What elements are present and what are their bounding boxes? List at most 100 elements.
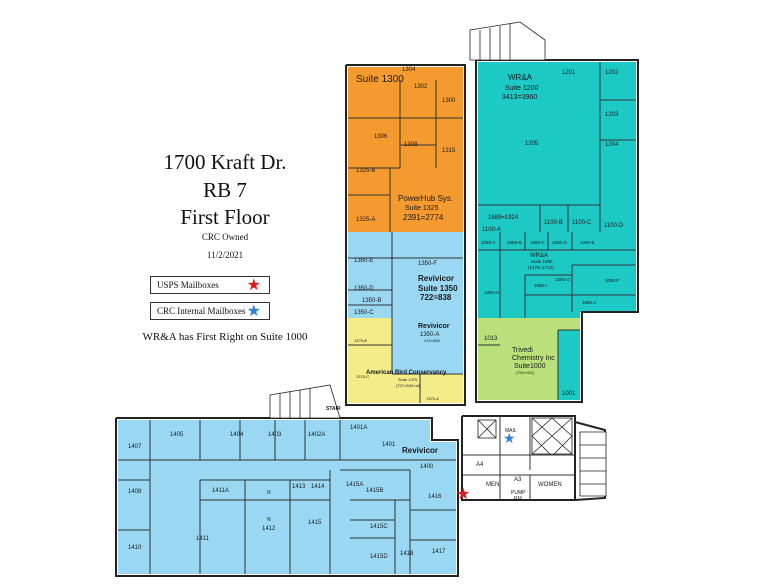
room-label: 1315 [442,148,456,154]
room-label: 1410 [128,545,142,551]
powerhub-name: PowerHub Sys. [398,194,453,203]
room-label: 1408 [128,489,142,495]
wra1050-name: WR&A [530,253,548,259]
room-label: 1415A [346,482,363,488]
room-label: 1401 [382,442,396,448]
room-label: 1050-C [530,240,546,245]
room-label: 1402A [308,432,325,438]
legend-crc-label: CRC Internal Mailboxes [157,306,246,316]
blue-star-icon: ★ [246,303,261,320]
room-label: 1375-C [356,374,369,379]
powerhub-sf: 2391=2774 [403,213,444,222]
date-label: 11/2/2021 [206,250,244,260]
room-label: 1413 [292,484,306,490]
rev-b-sf: 476=558 [424,338,440,343]
rev-b-room: 1350-A [420,332,439,338]
suite-1350-area[interactable] [348,232,463,318]
rev1350-sf: 722=838 [420,293,452,302]
room-label: 1100-C [572,220,592,226]
men-label: MEN [486,482,499,488]
room-label: 1050-D [552,240,568,245]
suite-1350a-area[interactable] [392,318,463,374]
n-marker: N [267,490,271,496]
wra1050-sf: (1478=1712) [528,265,554,270]
room-label: 1405 [170,432,184,438]
rev-b-name: Revivicor [418,323,450,330]
usps-mailbox-star-icon: ★ [456,484,470,503]
room-label: 1050-H [484,290,499,295]
room-label: 1325-A [356,217,375,223]
room-label: 1201 [562,70,576,76]
room-1001-area[interactable] [558,330,580,400]
room-label: 1415 [308,520,322,526]
floor-title: First Floor [180,205,270,229]
mail-label: MAIL [505,428,517,434]
trivedi-sf: (794=921) [516,370,535,375]
room-label: 1350-B [362,298,381,304]
suite-1200-area[interactable] [478,62,636,232]
room-label: 1415D [370,554,388,560]
room-label: 1308 [404,142,418,148]
red-star-icon: ★ [246,277,261,294]
room-label: 1050-F [605,278,620,283]
room-label: 1013 [484,336,498,342]
stair-label: STAIR [326,406,341,412]
room-label: 1100-B [544,220,563,226]
room-label: 1417 [432,549,446,555]
room-label: 1050-I [534,283,547,288]
suite-1000-area[interactable] [478,318,580,400]
room-label: 1050-G [555,277,571,282]
room-label: 1350-E [354,258,373,264]
room-label: 1300 [442,98,456,104]
room-label: 1203 [605,112,619,118]
stair-right-icon [579,431,607,497]
women-label: WOMEN [538,482,562,488]
room-label: 1415C [370,524,388,530]
room-label: 1400 [420,464,434,470]
abc-suite: Suite 1375 [398,377,418,382]
legend-crc: CRC Internal Mailboxes ★ [150,302,270,320]
wra-sf: 3413=3960 [502,94,537,101]
room-label: 1205 [525,141,539,147]
room-label: 1411A [212,488,229,494]
room-label: 1325-B [356,168,375,174]
room-label: 1350-F [418,261,437,267]
building-title: 1700 Kraft Dr. [163,150,287,174]
room-label: 1306 [374,134,388,140]
wra-suite: Suite 1200 [505,85,539,92]
room-label: 1350-D [354,286,374,292]
rm-label: RM [514,496,522,502]
n-marker: N [267,517,271,523]
a3-label: A3 [514,477,522,483]
stair-top-icon [469,21,546,61]
room-label: 1416 [428,494,442,500]
trivedi-suite: Suite1000 [514,363,546,370]
abc-sf: (727=843 rsf) [396,383,421,388]
suite-1300-area[interactable] [348,67,463,232]
wra-name: WR&A [508,73,533,82]
room-label: 1302 [414,84,428,90]
stair-left-icon [269,384,341,419]
room-label: 1050-E [580,240,595,245]
mail-room-hatch [477,417,573,455]
room-label: 1001 [562,391,576,397]
room-label: 1403 [268,432,282,438]
legend-usps: USPS Mailboxes ★ [150,276,270,294]
room-label: 1401A [350,425,367,431]
room-label: 1407 [128,444,142,450]
owner-label: CRC Owned [201,232,249,242]
suite-1400-area[interactable] [118,420,456,574]
room-label: 1415B [366,488,383,494]
room-label: 1375-B [354,338,367,343]
rev1350-suite: Suite 1350 [418,284,458,293]
room-label: 1050-J [582,300,596,305]
pump-label: PUMP [511,490,526,496]
room-label: 1411 [196,536,210,542]
room-label: 1404 [230,432,244,438]
room-label: 1202 [605,70,619,76]
suite-1300-label: Suite 1300 [356,74,404,85]
room-label: 1414 [311,484,325,490]
room-label: 1050-B [507,240,522,245]
